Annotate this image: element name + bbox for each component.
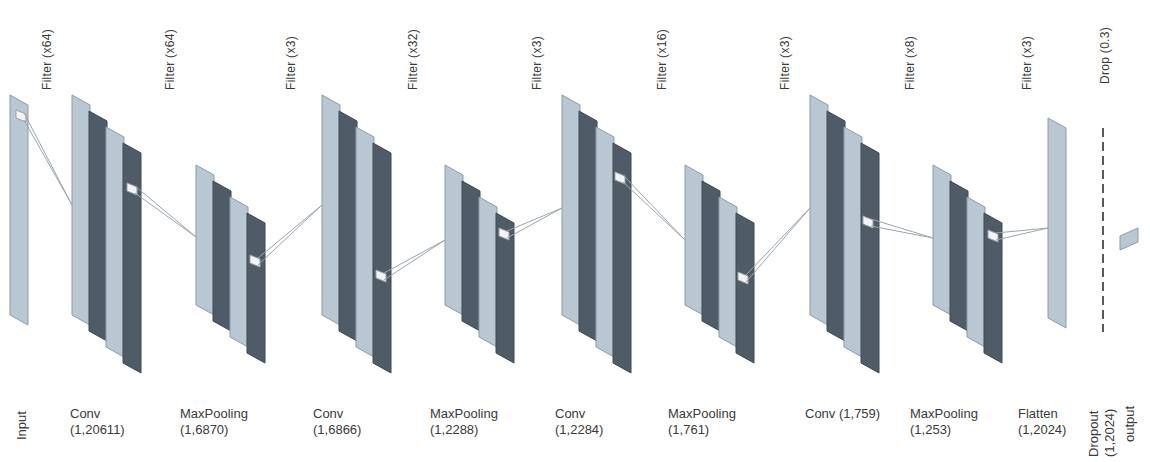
- kernel-window: [738, 272, 748, 284]
- layer-panels: [196, 165, 265, 363]
- feature-map: [844, 127, 862, 357]
- feature-map: [719, 197, 737, 347]
- filter-label: Filter (x64): [40, 29, 55, 90]
- receptive-lines: [996, 228, 1048, 240]
- receptive-lines: [258, 205, 322, 265]
- filter-label: Filter (x3): [1020, 36, 1035, 90]
- layer-stack: Conv (1,20611): [72, 95, 141, 373]
- feature-map: [596, 127, 614, 357]
- feature-map: [810, 95, 828, 325]
- layer-panels: [10, 95, 28, 325]
- kernel-window: [127, 183, 137, 195]
- kernel-window: [250, 255, 260, 267]
- feature-map: [967, 197, 985, 347]
- layer-stack: MaxPooling (1,253): [933, 165, 1002, 363]
- filter-label: Filter (x3): [530, 36, 545, 90]
- layer-label: Conv (1,759): [805, 406, 885, 422]
- kernel-window: [615, 172, 625, 184]
- kernel-window: [863, 216, 873, 228]
- feature-map: [861, 143, 879, 373]
- output-node: output: [1120, 228, 1138, 250]
- receptive-lines: [24, 113, 72, 205]
- receptive-lines: [871, 219, 933, 238]
- receptive-lines: [507, 208, 562, 238]
- layer-label: MaxPooling (1,761): [668, 406, 748, 439]
- layer-label: Input: [14, 411, 30, 440]
- filter-label: Filter (x3): [284, 36, 299, 90]
- feature-map: [950, 181, 968, 331]
- filter-label: Drop (0.3): [1098, 27, 1113, 84]
- feature-map: [445, 165, 463, 315]
- layer-label: MaxPooling (1,253): [910, 406, 990, 439]
- receptive-lines: [384, 240, 445, 280]
- layer-panels: [810, 95, 879, 373]
- layer-stack: Conv (1,2284): [562, 95, 631, 373]
- layer-panels: [72, 95, 141, 373]
- layer-label: MaxPooling (1,2288): [430, 406, 510, 439]
- feature-map: [1120, 228, 1138, 250]
- kernel-window: [376, 270, 386, 282]
- filter-label: Filter (x3): [778, 36, 793, 90]
- feature-map: [10, 95, 28, 325]
- feature-map: [827, 111, 845, 341]
- filter-label: Filter (x8): [903, 36, 918, 90]
- receptive-lines: [623, 175, 685, 240]
- feature-map: [579, 111, 597, 341]
- feature-map: [213, 181, 231, 331]
- filter-label: Filter (x32): [406, 29, 421, 90]
- layer-panels: [933, 165, 1002, 363]
- feature-map: [89, 111, 107, 341]
- feature-map: [479, 197, 497, 347]
- feature-map: [933, 165, 951, 315]
- layer-stack: Conv (1,759): [810, 95, 879, 373]
- feature-map: [702, 181, 720, 331]
- feature-map: [373, 143, 391, 373]
- feature-map: [736, 213, 754, 363]
- layer-label: output: [1122, 406, 1138, 442]
- filter-label: Filter (x64): [163, 29, 178, 90]
- feature-map: [247, 213, 265, 363]
- layer-label: MaxPooling (1,6870): [180, 406, 260, 439]
- feature-map: [356, 127, 374, 357]
- feature-map: [1048, 118, 1066, 328]
- kernel-window: [16, 110, 26, 122]
- layer-label: Conv (1,2284): [555, 406, 635, 439]
- layer-panels: [1048, 118, 1066, 328]
- layer-label: Conv (1,6866): [313, 406, 393, 439]
- feature-map: [123, 143, 141, 373]
- layer-panels: [685, 165, 754, 363]
- dashed-line: [1102, 128, 1104, 332]
- layer-panels: [445, 165, 514, 363]
- feature-map: [984, 213, 1002, 363]
- filter-label: Filter (x16): [655, 29, 670, 90]
- layer-stack: MaxPooling (1,6870): [196, 165, 265, 363]
- receptive-lines: [746, 208, 810, 282]
- feature-map: [72, 95, 90, 325]
- layer-stack: MaxPooling (1,761): [685, 165, 754, 363]
- kernel-window: [988, 230, 998, 242]
- feature-map: [562, 95, 580, 325]
- layer-panels: [562, 95, 631, 373]
- feature-map: [339, 111, 357, 341]
- feature-map: [496, 213, 514, 363]
- layer-stack: Flatten (1,2024): [1048, 118, 1066, 328]
- layer-panels: [322, 95, 391, 373]
- feature-map: [196, 165, 214, 315]
- layer-label: Conv (1,20611): [70, 406, 150, 439]
- layer-panels: [1120, 228, 1138, 250]
- layer-stack: Conv (1,6866): [322, 95, 391, 373]
- feature-map: [613, 143, 631, 373]
- input-layer: Input: [10, 95, 28, 325]
- receptive-lines: [135, 186, 196, 237]
- layer-label: Dropout (1,2024): [1086, 395, 1119, 457]
- layer-stack: MaxPooling (1,2288): [445, 165, 514, 363]
- kernel-window: [499, 228, 509, 240]
- feature-map: [322, 95, 340, 325]
- feature-map: [685, 165, 703, 315]
- feature-map: [230, 197, 248, 347]
- feature-map: [106, 127, 124, 357]
- feature-map: [462, 181, 480, 331]
